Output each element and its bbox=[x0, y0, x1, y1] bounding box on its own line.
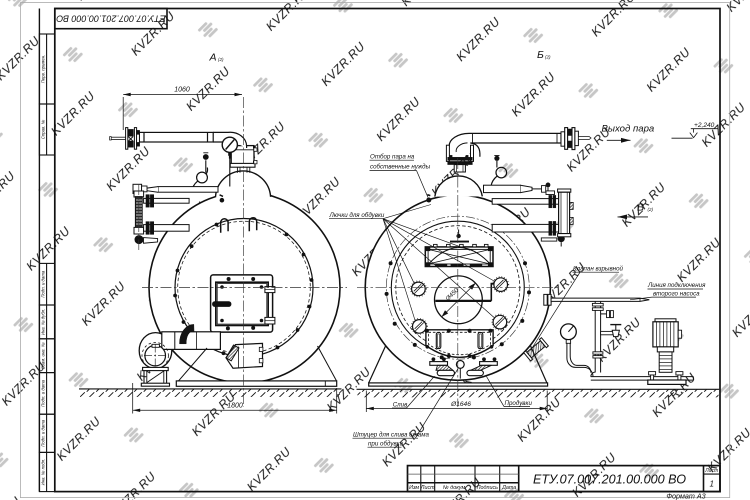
svg-text:А: А bbox=[209, 52, 217, 64]
svg-text:Отбор пара на: Отбор пара на bbox=[370, 153, 415, 160]
svg-text:Б: Б bbox=[537, 49, 544, 61]
svg-text:В: В bbox=[637, 202, 644, 214]
svg-text:Подпись: Подпись bbox=[477, 485, 499, 491]
svg-text:Формат А3: Формат А3 bbox=[666, 491, 705, 500]
svg-text:Продувки: Продувки bbox=[505, 400, 533, 407]
svg-text:Инв. № дубл.: Инв. № дубл. bbox=[41, 309, 46, 335]
svg-text:Дата: Дата bbox=[501, 485, 516, 491]
svg-text:(2): (2) bbox=[545, 54, 551, 59]
svg-text:Ø1646: Ø1646 bbox=[450, 401, 471, 408]
svg-text:Изм: Изм bbox=[409, 485, 419, 491]
svg-text:1060: 1060 bbox=[174, 87, 190, 94]
svg-text:Взам. инв. №: Взам. инв. № bbox=[41, 342, 46, 369]
svg-text:собственные нужды: собственные нужды bbox=[370, 164, 431, 171]
svg-text:Штуцер для слива шлама: Штуцер для слива шлама bbox=[353, 431, 429, 438]
svg-text:№ докум.: № докум. bbox=[443, 485, 467, 491]
svg-text:Подп. и дата: Подп. и дата bbox=[41, 379, 46, 407]
svg-text:(2): (2) bbox=[648, 207, 654, 212]
svg-text:Инв. № подл.: Инв. № подл. bbox=[41, 459, 46, 486]
svg-text:Слив: Слив bbox=[393, 401, 408, 408]
svg-text:Лист: Лист bbox=[420, 485, 435, 491]
svg-text:Линия подключения: Линия подключения bbox=[647, 282, 706, 289]
svg-text:Лист: Лист bbox=[704, 468, 718, 474]
svg-text:(2): (2) bbox=[218, 57, 224, 62]
svg-text:Подп. и дата: Подп. и дата bbox=[41, 419, 46, 447]
svg-text:ЕТУ.07.007.201.00.000 ВО: ЕТУ.07.007.201.00.000 ВО bbox=[56, 13, 165, 23]
svg-text:Подп. и дата: Подп. и дата bbox=[41, 270, 46, 298]
svg-text:Справ. №: Справ. № bbox=[41, 119, 46, 139]
svg-text:Выход пара: Выход пара bbox=[602, 123, 655, 134]
svg-text:Лючки для обдувки: Лючки для обдувки bbox=[329, 212, 385, 219]
svg-text:Перв. примен.: Перв. примен. bbox=[41, 55, 46, 84]
svg-text:второго насоса: второго насоса bbox=[653, 290, 700, 297]
svg-text:при обдувки: при обдувки bbox=[368, 440, 404, 447]
svg-text:1: 1 bbox=[709, 480, 713, 489]
svg-text:Клапан взрывной: Клапан взрывной bbox=[573, 266, 624, 273]
svg-text:+2,240: +2,240 bbox=[694, 122, 715, 129]
svg-text:ЕТУ.07.007.201.00.000 ВО: ЕТУ.07.007.201.00.000 ВО bbox=[533, 472, 686, 486]
svg-text:1800: 1800 bbox=[227, 402, 243, 409]
